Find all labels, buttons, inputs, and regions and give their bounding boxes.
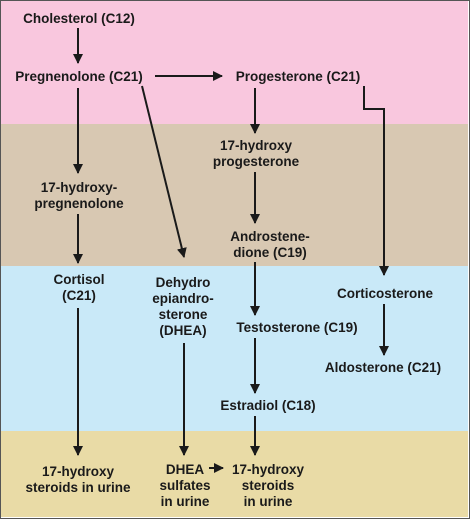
node-progesterone: Progesterone (C21) bbox=[235, 69, 361, 84]
node-pregnenolone: Pregnenolone (C21) bbox=[15, 69, 143, 84]
node-estradiol: Estradiol (C18) bbox=[220, 398, 316, 413]
node-17-hydroxy-progesterone: 17-hydroxy progesterone bbox=[212, 138, 300, 169]
node-urine-steroids-left: 17-hydroxy steroids in urine bbox=[25, 464, 131, 495]
node-cortisol: Cortisol (C21) bbox=[53, 272, 105, 303]
node-cholesterol: Cholesterol (C12) bbox=[23, 11, 135, 26]
arrow-progesterone-to-corticosterone bbox=[363, 86, 389, 276]
node-dhea: Dehydro epiandro- sterone (DHEA) bbox=[152, 275, 214, 338]
node-17-hydroxy-pregnenolone: 17-hydroxy- pregnenolone bbox=[34, 180, 124, 211]
node-urine-steroids-right: 17-hydroxy steroids in urine bbox=[231, 462, 305, 509]
node-corticosterone: Corticosterone bbox=[336, 286, 434, 301]
arrow-pregnenolone-to-dhea bbox=[141, 85, 187, 258]
node-androstenedione: Androstene- dione (C19) bbox=[230, 229, 310, 260]
node-aldosterone: Aldosterone (C21) bbox=[324, 360, 442, 375]
node-dhea-sulfates: DHEA sulfates in urine bbox=[159, 462, 211, 509]
node-testosterone: Testosterone (C19) bbox=[236, 320, 358, 335]
